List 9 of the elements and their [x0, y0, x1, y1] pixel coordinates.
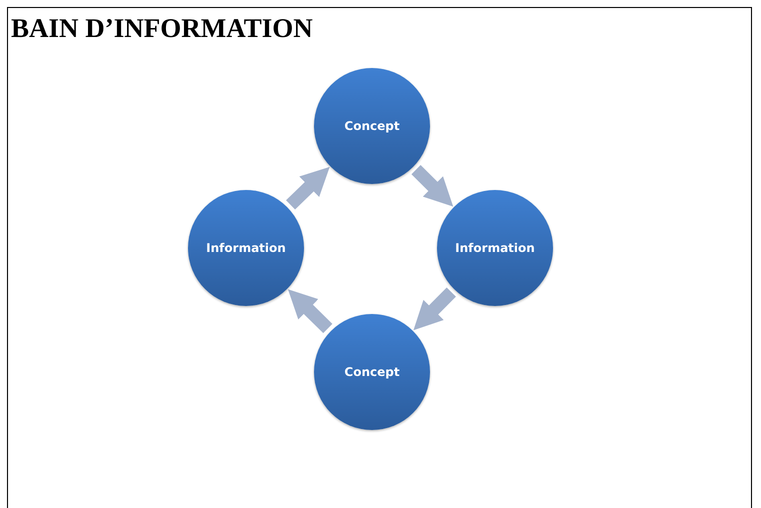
node-label: Information	[206, 241, 286, 255]
node-label: Concept	[344, 365, 400, 379]
node-label: Concept	[344, 119, 400, 133]
arrow	[286, 166, 330, 210]
arrow	[288, 289, 332, 334]
arrow	[411, 165, 454, 207]
title: BAIN D’INFORMATION	[11, 13, 313, 44]
arrow	[413, 287, 456, 330]
node-label: Information	[455, 241, 535, 255]
